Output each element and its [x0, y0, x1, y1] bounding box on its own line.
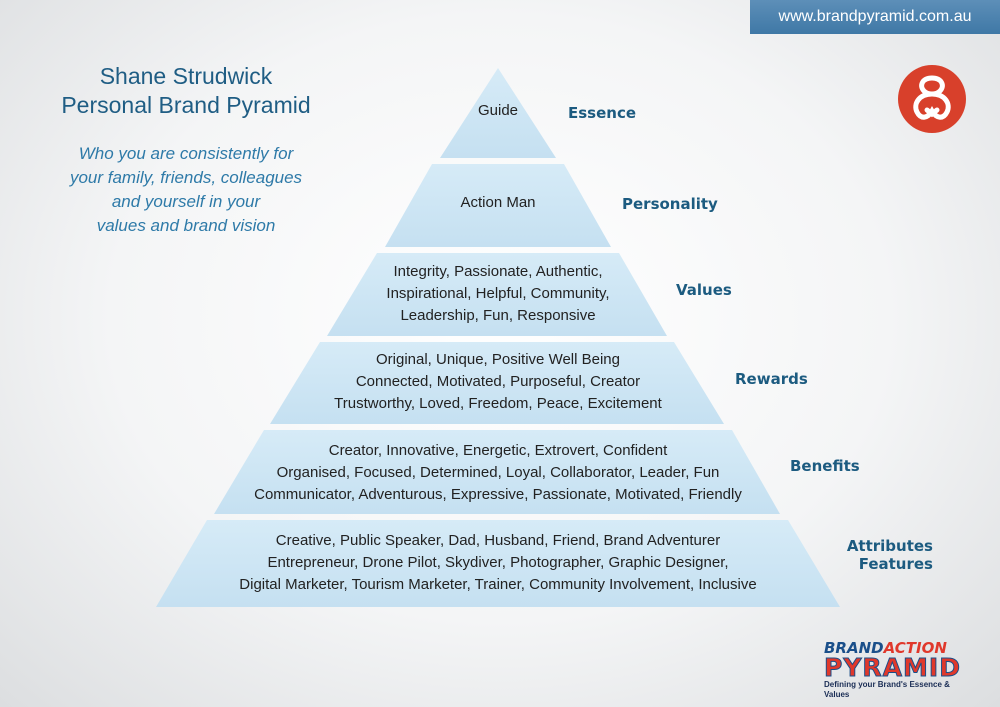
page-subtitle: Who you are consistently for your family…	[30, 142, 342, 238]
tier-label-essence: Essence	[568, 104, 637, 122]
subtitle-line: values and brand vision	[96, 216, 276, 235]
tier-text-line: Organised, Focused, Determined, Loyal, C…	[276, 464, 720, 481]
tier-personality-shape	[385, 164, 611, 247]
tier-personality-text: Action Man	[398, 192, 598, 214]
tier-rewards-text: Original, Unique, Positive Well Being Co…	[298, 349, 698, 415]
tier-benefits-text: Creator, Innovative, Energetic, Extrover…	[228, 440, 768, 506]
tier-benefits-shape	[214, 430, 780, 514]
brand-logo-line1: BRANDACTION	[824, 640, 969, 656]
tier-text-line: Inspirational, Helpful, Community,	[386, 285, 610, 302]
brand-action-pyramid-logo: BRANDACTION PYRAMID Defining your Brand'…	[824, 640, 969, 699]
title-line-name: Shane Strudwick	[99, 63, 273, 89]
tier-text-line: Action Man	[460, 194, 536, 211]
tier-label-line: Features	[858, 555, 933, 573]
tier-text-line: Original, Unique, Positive Well Being	[375, 351, 620, 368]
brand-logo-tagline: Defining your Brand's Essence & Values	[824, 680, 950, 699]
tier-label-line: Attributes	[846, 537, 933, 555]
tier-text-line: Integrity, Passionate, Authentic,	[393, 263, 603, 280]
tier-text-line: Guide	[477, 102, 519, 119]
brand-logo-word-brand: BRAND	[824, 639, 884, 657]
tier-label-personality: Personality	[622, 195, 718, 213]
subtitle-line: your family, friends, colleagues	[69, 168, 303, 187]
website-url-banner[interactable]: www.brandpyramid.com.au	[750, 0, 1000, 34]
page-title: Shane Strudwick Personal Brand Pyramid	[30, 62, 342, 120]
tier-values-text: Integrity, Passionate, Authentic, Inspir…	[348, 261, 648, 327]
tier-text-line: Digital Marketer, Tourism Marketer, Trai…	[239, 576, 757, 593]
tier-attributes-text: Creative, Public Speaker, Dad, Husband, …	[198, 530, 798, 596]
tier-text-line: Creator, Innovative, Energetic, Extrover…	[328, 442, 668, 459]
subtitle-line: Who you are consistently for	[78, 144, 294, 163]
brand-logo-word-pyramid: PYRAMID	[824, 653, 961, 682]
tier-label-attributes-features: Attributes Features	[830, 537, 933, 573]
tier-label-values: Values	[676, 281, 732, 299]
tier-text-line: Connected, Motivated, Purposeful, Creato…	[355, 373, 641, 390]
tier-label-rewards: Rewards	[735, 370, 808, 388]
tier-label-benefits: Benefits	[790, 457, 860, 475]
tier-values-shape	[327, 253, 667, 336]
tier-essence-shape	[440, 68, 556, 158]
personal-logo-icon	[898, 65, 966, 133]
tier-attributes-shape	[156, 520, 840, 607]
tier-text-line: Leadership, Fun, Responsive	[400, 307, 596, 324]
tier-text-line: Trustworthy, Loved, Freedom, Peace, Exci…	[334, 395, 662, 412]
tier-rewards-shape	[270, 342, 724, 424]
tier-essence-text: Guide	[398, 100, 598, 122]
tier-text-line: Creative, Public Speaker, Dad, Husband, …	[275, 532, 721, 549]
subtitle-line: and yourself in your	[111, 192, 261, 211]
tier-text-line: Entrepreneur, Drone Pilot, Skydiver, Pho…	[267, 554, 729, 571]
brand-logo-word-action: ACTION	[883, 639, 947, 657]
title-line-pyramid: Personal Brand Pyramid	[61, 92, 311, 118]
tier-text-line: Communicator, Adventurous, Expressive, P…	[254, 486, 742, 503]
